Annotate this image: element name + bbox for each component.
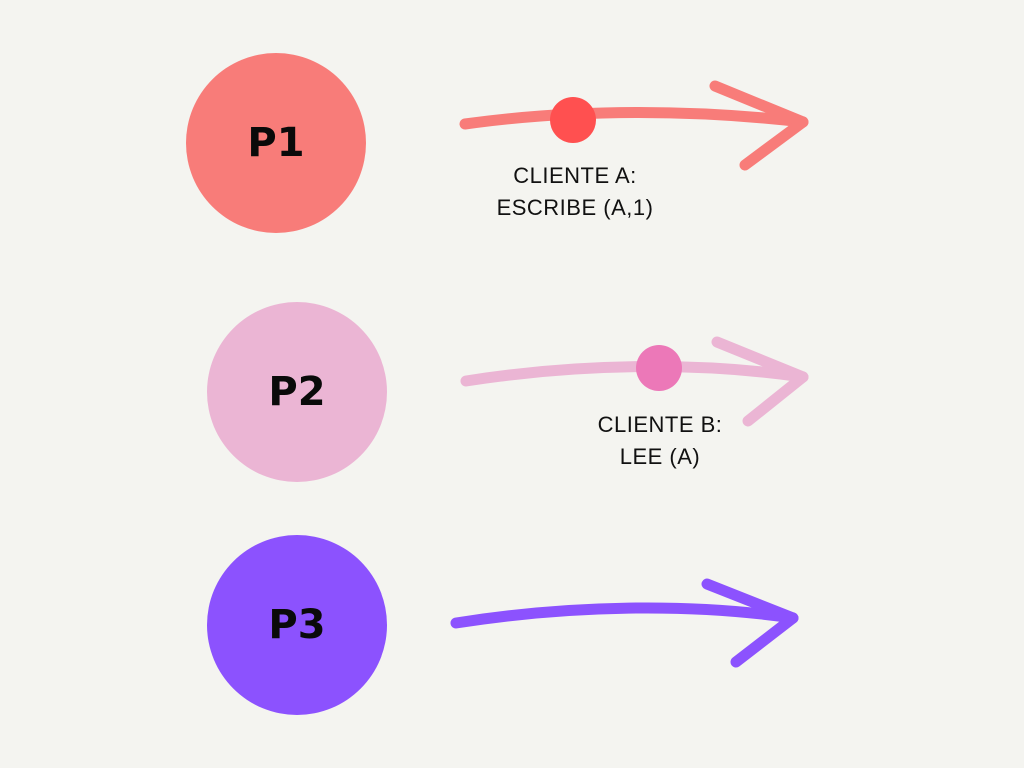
timeline-arrow-p2 (460, 336, 809, 427)
event-label-p1-line2: ESCRIBE (A,1) (496, 195, 654, 220)
event-dot-p2 (636, 345, 682, 391)
event-label-p1: CLIENTE A: ESCRIBE (A,1) (470, 160, 680, 224)
event-label-p2: CLIENTE B: LEE (A) (580, 409, 740, 473)
process-label-p1: P1 (247, 120, 305, 166)
process-label-p3: P3 (268, 602, 326, 648)
process-node-p2: P2 (207, 302, 387, 482)
timeline-arrow-p1 (459, 80, 809, 171)
timeline-arrow-p3 (450, 578, 799, 668)
process-node-p1: P1 (186, 53, 366, 233)
event-label-p1-line1: CLIENTE A: (513, 163, 637, 188)
event-label-p2-line2: LEE (A) (619, 444, 701, 469)
event-label-p2-line1: CLIENTE B: (597, 412, 723, 437)
process-label-p2: P2 (268, 369, 326, 415)
process-node-p3: P3 (207, 535, 387, 715)
event-dot-p1 (550, 97, 596, 143)
